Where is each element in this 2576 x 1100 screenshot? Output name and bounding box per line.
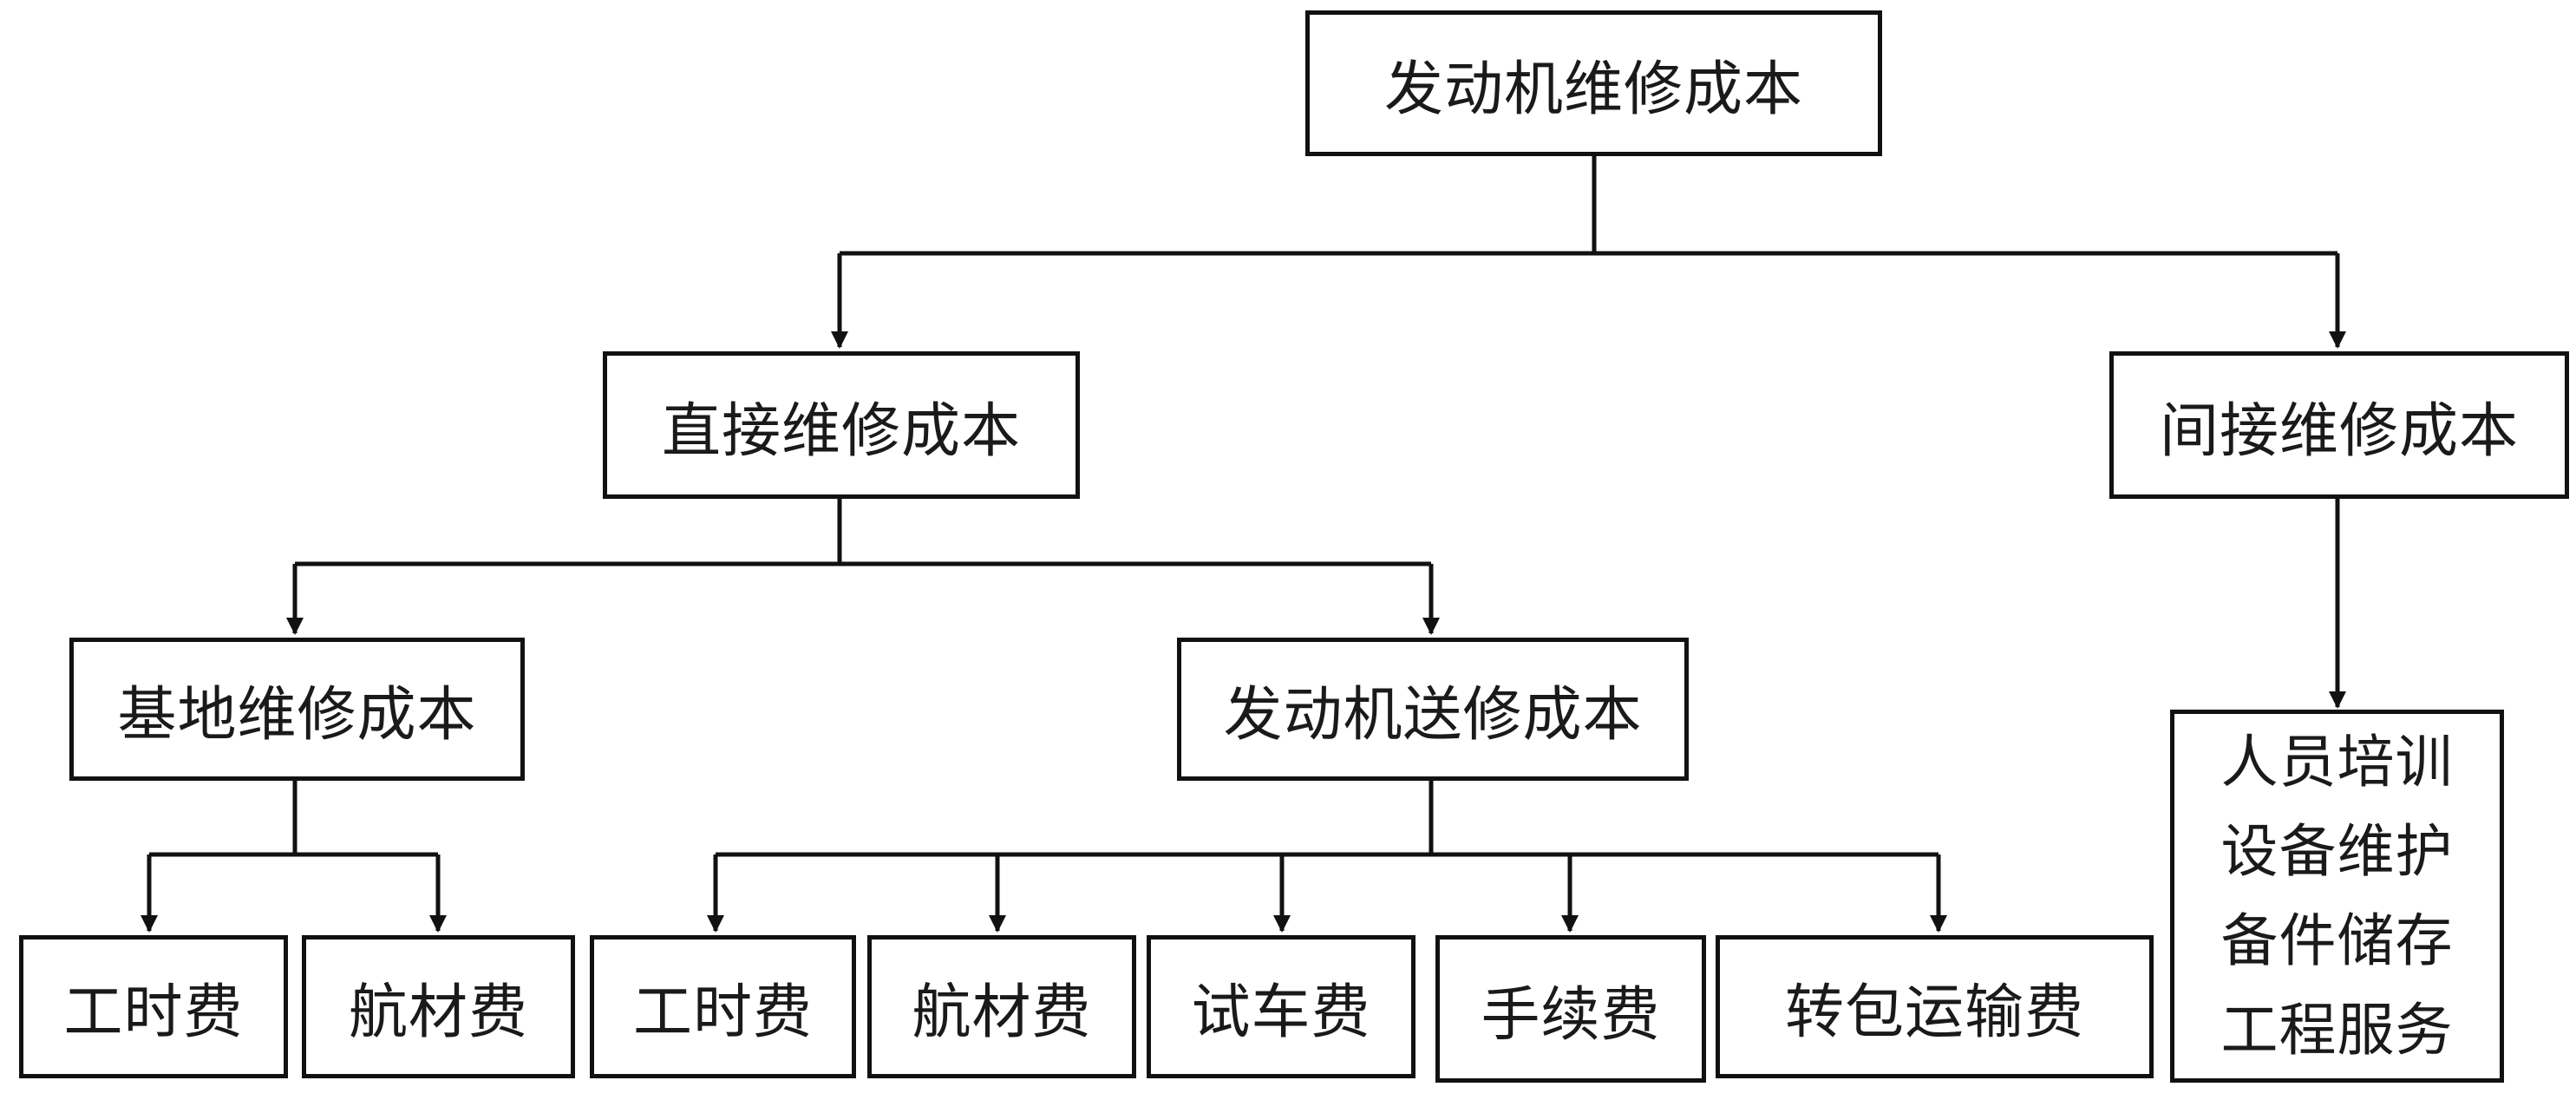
- indirect-item-engineering: 工程服务: [2220, 997, 2454, 1064]
- root-node: 发动机维修成本: [1305, 10, 1882, 156]
- shop-transport-node: 转包运输费: [1716, 935, 2154, 1078]
- base-material-node: 航材费: [302, 935, 575, 1078]
- shop-material-node: 航材费: [867, 935, 1136, 1078]
- shop-test-node: 试车费: [1147, 935, 1415, 1078]
- shop-cost-node: 发动机送修成本: [1177, 638, 1689, 781]
- indirect-items-node: 人员培训 设备维护 备件储存 工程服务: [2170, 710, 2504, 1083]
- base-labor-node: 工时费: [19, 935, 288, 1078]
- indirect-item-equipment: 设备维护: [2220, 818, 2454, 885]
- shop-labor-node: 工时费: [590, 935, 856, 1078]
- indirect-item-spares: 备件储存: [2220, 907, 2454, 974]
- indirect-cost-node: 间接维修成本: [2109, 351, 2569, 499]
- indirect-item-training: 人员培训: [2220, 729, 2454, 796]
- base-cost-node: 基地维修成本: [69, 638, 525, 781]
- shop-fee-node: 手续费: [1435, 935, 1706, 1083]
- direct-cost-node: 直接维修成本: [603, 351, 1080, 499]
